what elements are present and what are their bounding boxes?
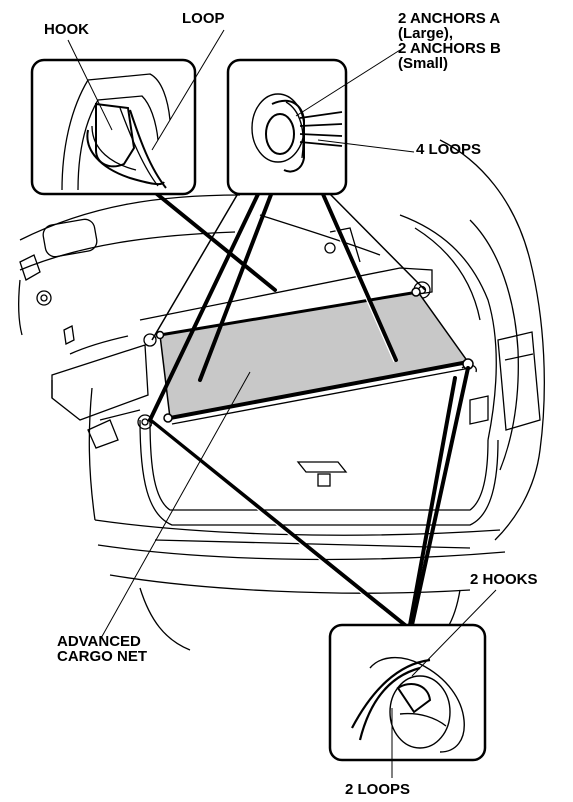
callout-connectors [148, 188, 470, 627]
cargo-net [155, 287, 474, 425]
inset-hook-loop [30, 58, 197, 196]
inset-anchors-loops [226, 58, 348, 196]
label-four-loops: 4 LOOPS [416, 141, 482, 158]
label-hook: HOOK [44, 21, 89, 38]
callout-connectors-thin [151, 189, 426, 341]
label-two-loops: 2 LOOPS [345, 781, 411, 798]
label-anchors: 2 ANCHORS A (Large), 2 ANCHORS B (Small) [398, 10, 501, 72]
label-two-hooks: 2 HOOKS [470, 571, 538, 588]
leader-lines [67, 29, 497, 778]
label-loop: LOOP [182, 10, 225, 27]
vehicle-illustration [18, 139, 545, 653]
inset-hooks-loops [328, 623, 487, 762]
label-advanced-cargo-net: ADVANCED CARGO NET [57, 633, 147, 665]
